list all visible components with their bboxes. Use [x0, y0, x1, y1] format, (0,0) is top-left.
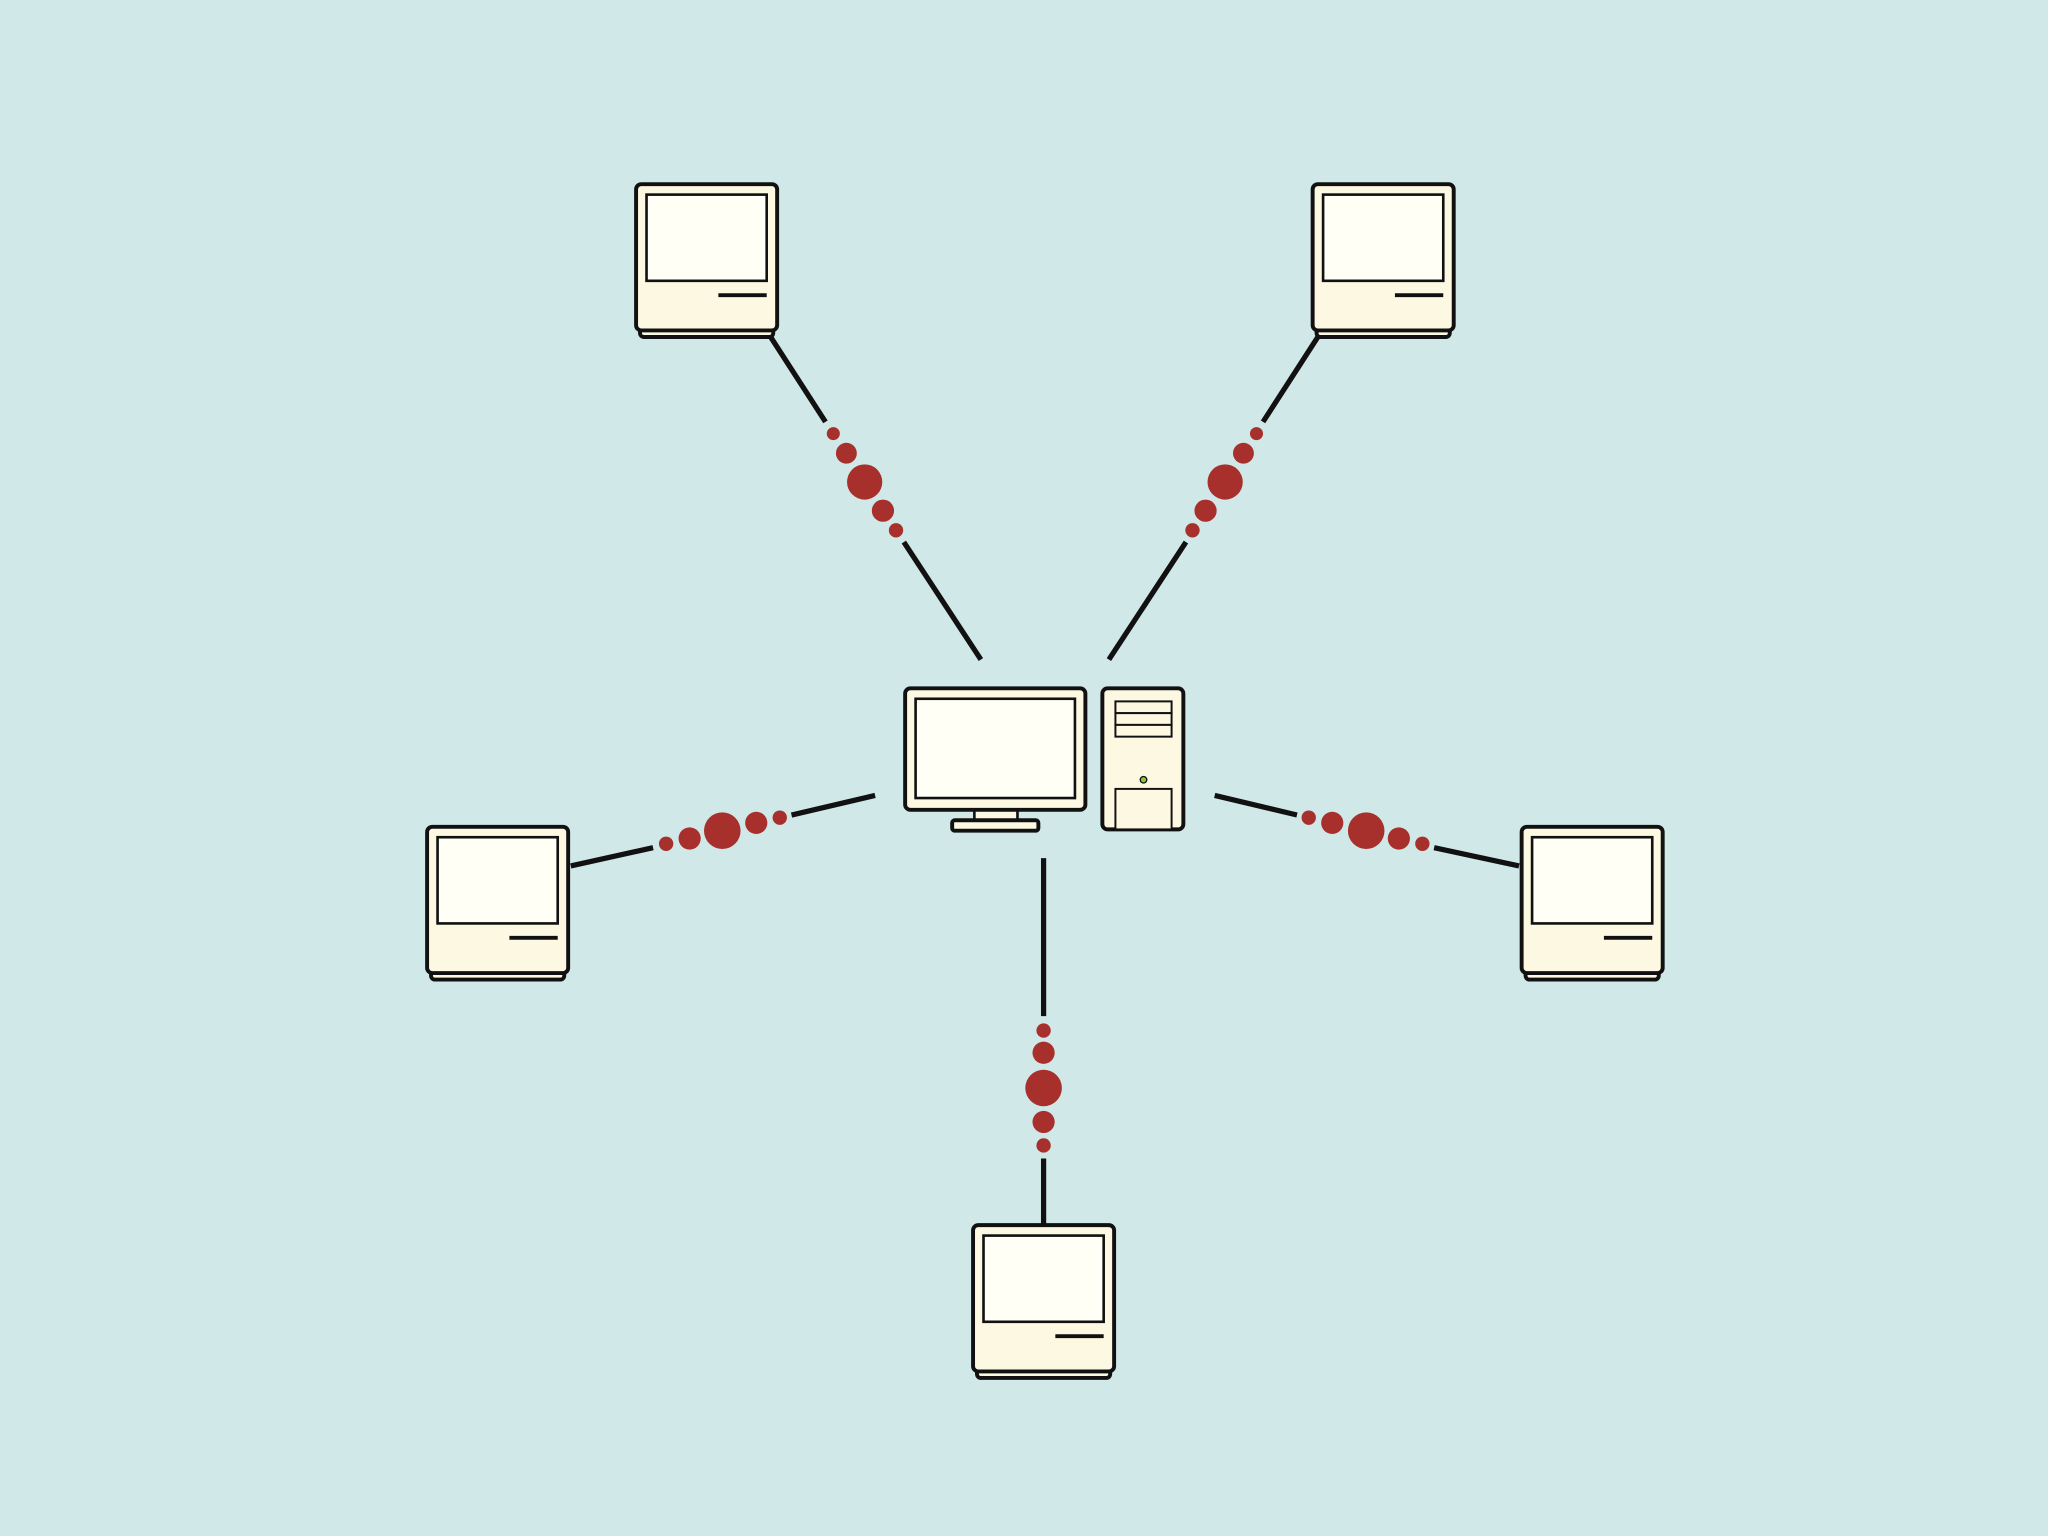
- signal-dot: [678, 827, 701, 850]
- terminal-computer-bottom: [971, 1223, 1117, 1380]
- signal-dot: [1387, 827, 1410, 850]
- signal-dot: [1194, 499, 1217, 522]
- cable-segment: [901, 540, 984, 662]
- signal-dot: [871, 499, 895, 522]
- signal-dot: [1232, 442, 1254, 464]
- signal-dot: [1321, 811, 1344, 834]
- terminal-computer-top-left: [634, 182, 780, 339]
- signal-dot: [1185, 523, 1200, 538]
- power-led-icon: [1139, 775, 1148, 784]
- monitor-stand: [950, 818, 1041, 833]
- signal-dot: [888, 523, 904, 538]
- terminal-computer-right: [1519, 824, 1665, 982]
- signal-dot: [1036, 1023, 1051, 1038]
- terminal-computer-left: [425, 824, 571, 982]
- signal-dot: [1036, 1138, 1051, 1153]
- cable-segment: [1214, 792, 1298, 818]
- signal-dot: [1347, 812, 1385, 849]
- monitor-screen: [914, 697, 1077, 800]
- terminal-computer-top-right: [1310, 182, 1456, 339]
- hub-computer: [903, 686, 1186, 833]
- connection-top-left: [768, 335, 984, 662]
- signal-dot: [704, 812, 741, 849]
- signal-dot: [1301, 810, 1316, 825]
- cable-segment: [1106, 540, 1189, 662]
- cable-segment: [768, 335, 828, 424]
- signal-dot: [1032, 1041, 1055, 1064]
- terminal-screen: [645, 193, 768, 283]
- drive-bay: [1114, 700, 1173, 715]
- signal-dot: [1415, 836, 1430, 851]
- cable-segment: [790, 792, 876, 818]
- signal-dot: [1032, 1110, 1055, 1134]
- cable-segment: [570, 845, 654, 869]
- connection-top-right: [1106, 335, 1321, 662]
- connection-left: [570, 792, 876, 869]
- connections: [570, 335, 1520, 1226]
- nodes: [425, 182, 1665, 1380]
- signal-dot: [658, 836, 674, 851]
- terminal-screen: [1530, 835, 1654, 925]
- connection-bottom: [1025, 858, 1062, 1226]
- terminal-screen: [436, 835, 560, 925]
- signal-dot: [835, 442, 857, 464]
- signal-dot: [1025, 1069, 1062, 1107]
- connection-right: [1214, 792, 1520, 869]
- terminal-screen: [982, 1234, 1105, 1324]
- signal-dot: [772, 810, 787, 825]
- drive-bay: [1114, 712, 1173, 726]
- signal-dot: [847, 464, 883, 500]
- signal-dot: [826, 427, 840, 441]
- tower-panel: [1114, 787, 1173, 831]
- cable-segment: [1433, 845, 1520, 869]
- signal-dot: [1207, 464, 1243, 500]
- drive-bay: [1114, 723, 1173, 738]
- terminal-screen: [1321, 193, 1445, 283]
- cable-segment: [1260, 335, 1321, 424]
- signal-dot: [1249, 427, 1264, 441]
- signal-dot: [745, 811, 768, 834]
